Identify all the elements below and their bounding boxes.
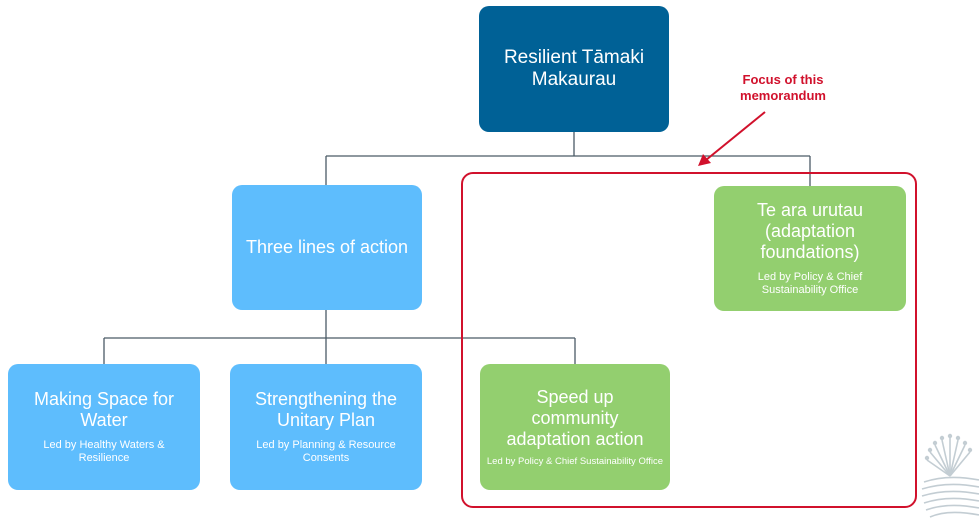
lines-of-action-title: Three lines of action — [245, 236, 409, 257]
resilient-tamaki-makaurau-box: Resilient Tāmaki Makaurau — [479, 6, 669, 132]
three-lines-of-action-box: Three lines of action — [232, 185, 422, 310]
unitary-plan-title: Strengthening the Unitary Plan — [254, 389, 398, 431]
focus-label: Focus of this memorandum — [740, 72, 826, 103]
unitary-plan-subtitle: Led by Planning & Resource Consents — [256, 438, 396, 464]
making-space-subtitle: Led by Healthy Waters & Resilience — [43, 438, 165, 464]
te-ara-urutau-subtitle: Led by Policy & Chief Sustainability Off… — [757, 270, 863, 296]
speed-up-subtitle: Led by Policy & Chief Sustainability Off… — [486, 455, 664, 467]
speed-up-title: Speed up community adaptation action — [506, 386, 644, 450]
speed-up-community-adaptation-box: Speed up community adaptation action Led… — [480, 364, 670, 490]
strengthening-unitary-plan-box: Strengthening the Unitary Plan Led by Pl… — [230, 364, 422, 490]
making-space-for-water-box: Making Space for Water Led by Healthy Wa… — [8, 364, 200, 490]
te-ara-urutau-title: Te ara urutau (adaptation foundations) — [756, 199, 864, 263]
focus-arrow — [698, 111, 766, 166]
focus-highlight-box — [461, 172, 917, 508]
making-space-title: Making Space for Water — [33, 389, 175, 431]
council-logo-icon — [921, 433, 979, 518]
te-ara-urutau-box: Te ara urutau (adaptation foundations) L… — [714, 186, 906, 311]
root-title: Resilient Tāmaki Makaurau — [503, 46, 645, 90]
